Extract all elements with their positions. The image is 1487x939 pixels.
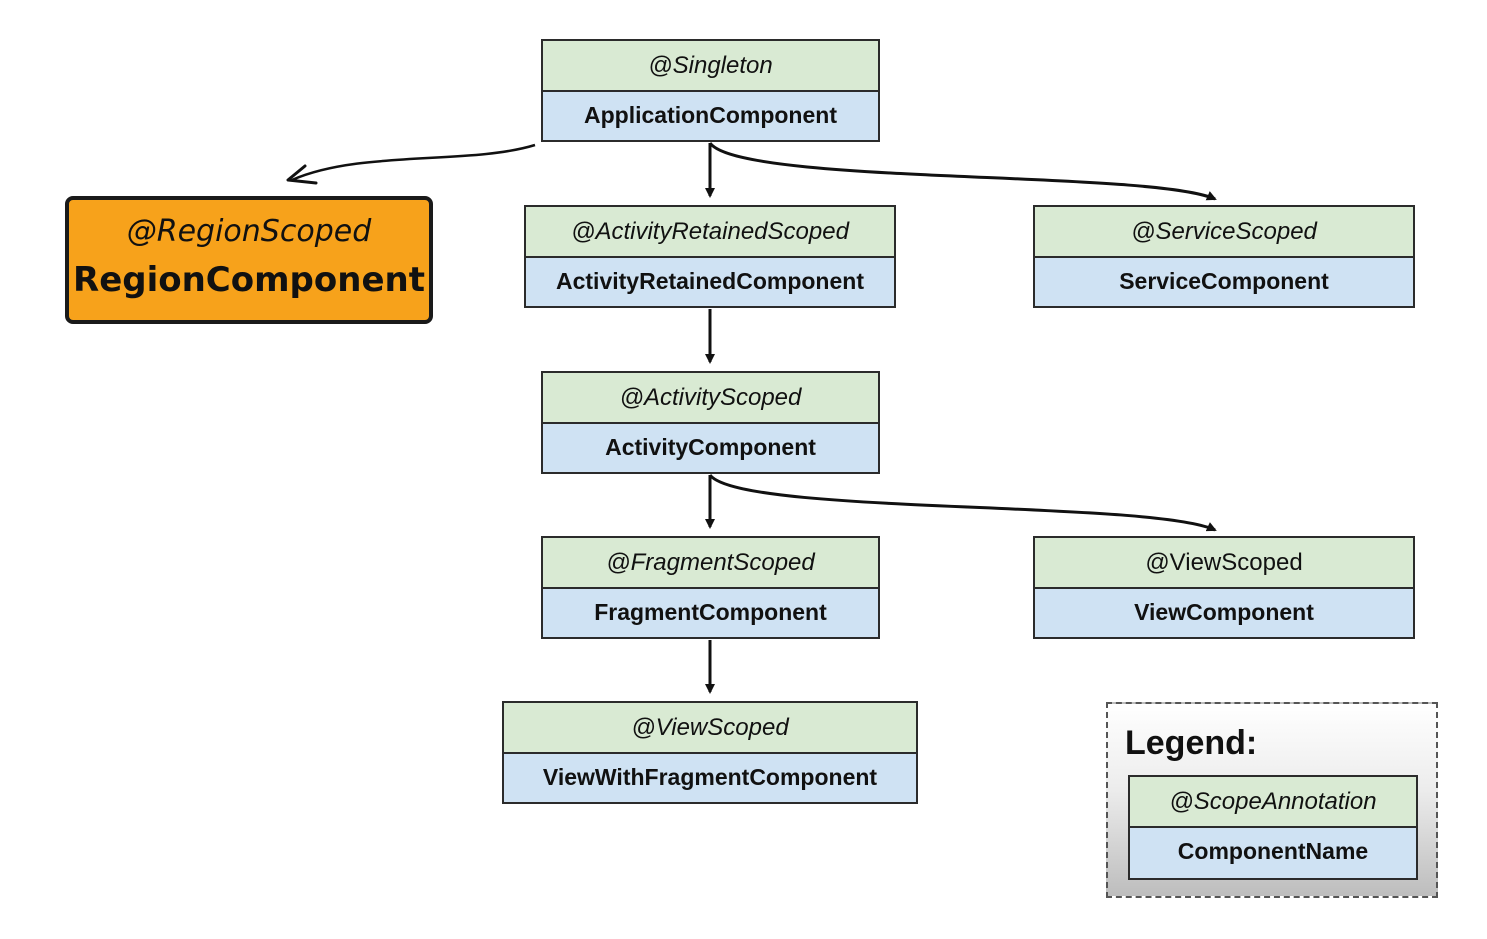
node-scope-label: @ActivityScoped <box>543 373 878 424</box>
application-component-node: @Singleton ApplicationComponent <box>541 39 880 142</box>
node-scope-label: @RegionScoped <box>126 214 372 249</box>
legend-scope-label: @ScopeAnnotation <box>1130 777 1416 828</box>
activity-retained-component-node: @ActivityRetainedScoped ActivityRetained… <box>524 205 896 308</box>
service-component-node: @ServiceScoped ServiceComponent <box>1033 205 1415 308</box>
legend-box: Legend: @ScopeAnnotation ComponentName <box>1106 702 1438 898</box>
node-component-name: ViewWithFragmentComponent <box>542 764 878 790</box>
region-component-node: @RegionScoped RegionComponent <box>65 196 433 324</box>
node-component-name: ActivityComponent <box>605 434 816 460</box>
node-component-name: RegionComponent <box>73 260 425 300</box>
fragment-component-node: @FragmentScoped FragmentComponent <box>541 536 880 639</box>
legend-title: Legend: <box>1125 724 1258 762</box>
node-component-name: ApplicationComponent <box>584 102 837 128</box>
edge-activity-to-view <box>708 473 1217 532</box>
node-component-name: ActivityRetainedComponent <box>556 268 864 294</box>
node-component-name: ViewComponent <box>1134 599 1314 625</box>
edge-application-to-region <box>291 143 536 182</box>
node-scope-label: @FragmentScoped <box>543 538 878 589</box>
node-component-name: ServiceComponent <box>1119 268 1329 294</box>
edge-application-to-service <box>708 141 1217 201</box>
legend-sample-node: @ScopeAnnotation ComponentName <box>1128 775 1418 880</box>
node-scope-label: @ActivityRetainedScoped <box>526 207 894 258</box>
node-component-name: FragmentComponent <box>594 599 827 625</box>
legend-component-name: ComponentName <box>1177 838 1369 864</box>
node-scope-label: @ViewScoped <box>504 703 916 754</box>
view-with-fragment-component-node: @ViewScoped ViewWithFragmentComponent <box>502 701 918 804</box>
view-component-node: @ViewScoped ViewComponent <box>1033 536 1415 639</box>
node-scope-label: @ViewScoped <box>1035 538 1413 589</box>
node-scope-label: @Singleton <box>543 41 878 92</box>
edge-application-to-region-arrowhead <box>286 164 318 185</box>
node-scope-label: @ServiceScoped <box>1035 207 1413 258</box>
activity-component-node: @ActivityScoped ActivityComponent <box>541 371 880 474</box>
